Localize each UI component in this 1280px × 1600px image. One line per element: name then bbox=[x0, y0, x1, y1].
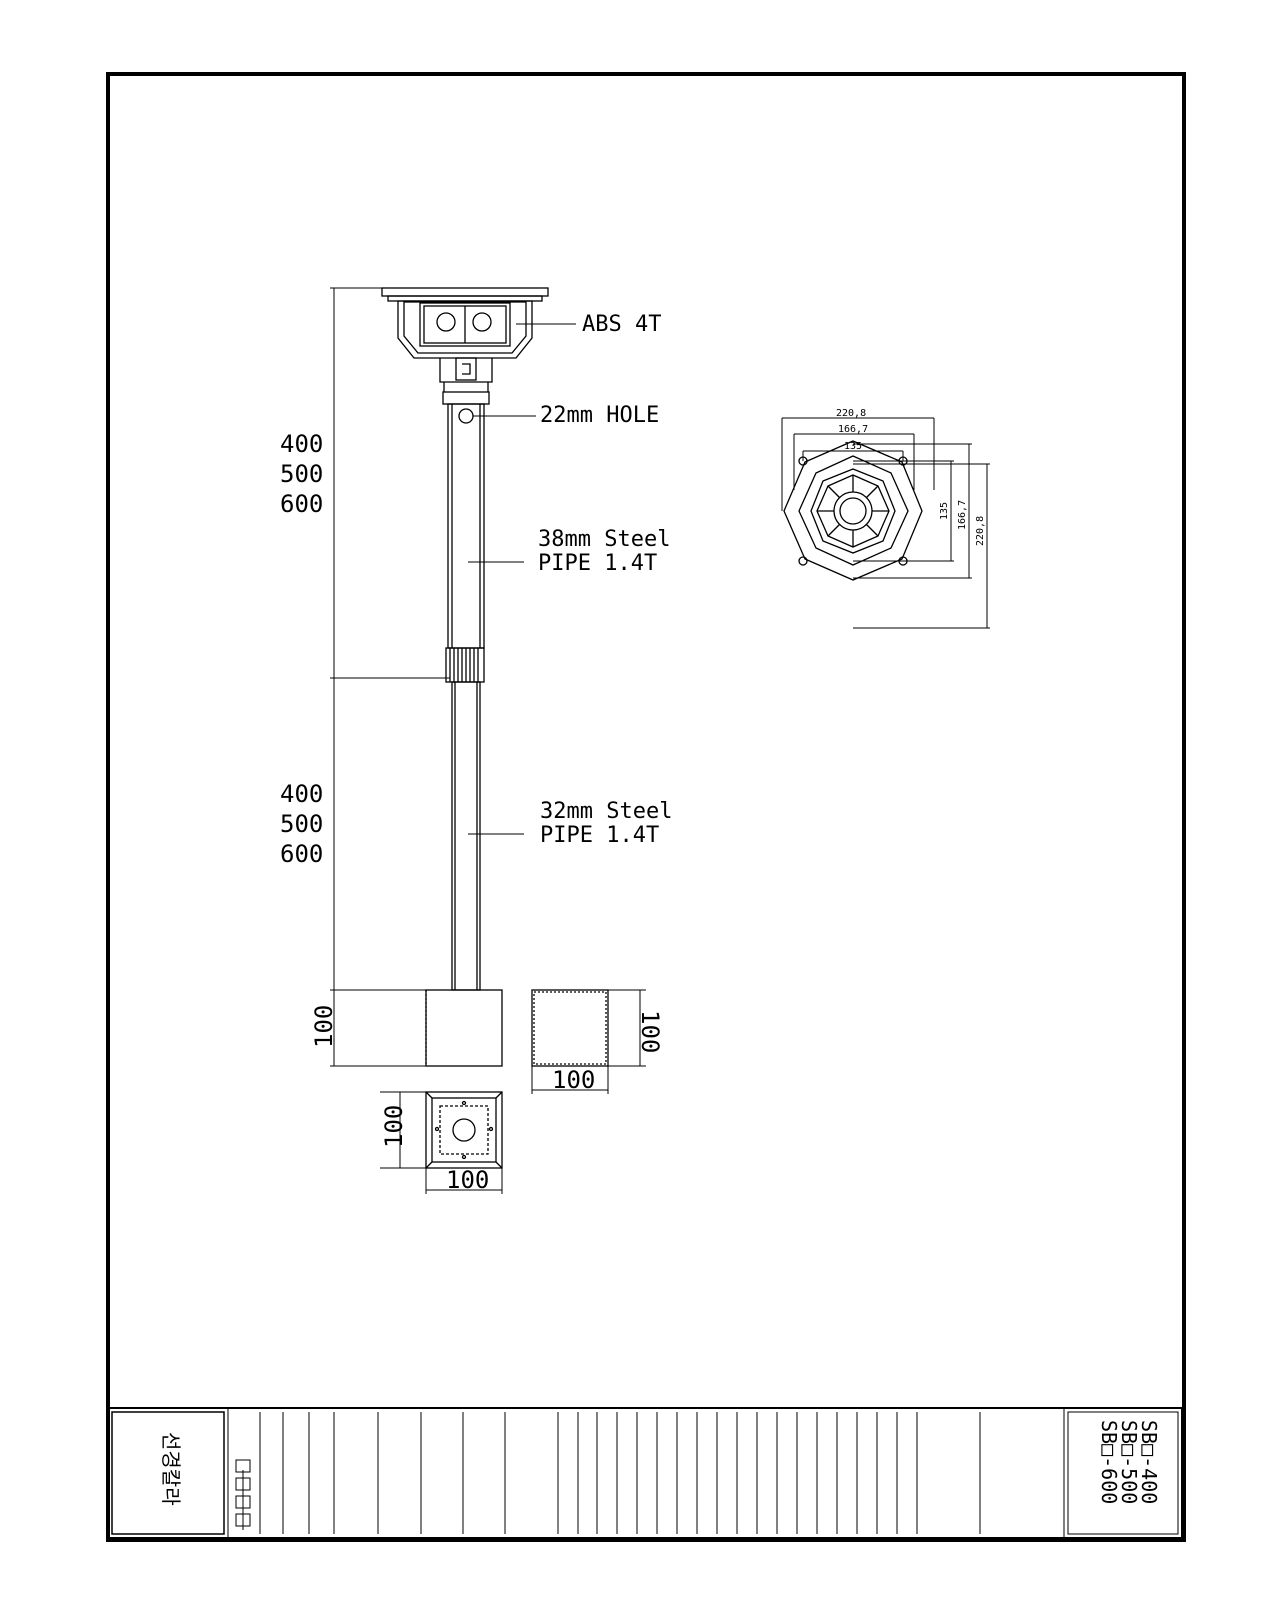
top-view bbox=[781, 417, 990, 629]
length-upper-600: 600 bbox=[280, 490, 323, 518]
pipe38-label-line2: PIPE 1.4T bbox=[538, 551, 657, 576]
length-upper-500: 500 bbox=[280, 460, 323, 488]
length-lower-600: 600 bbox=[280, 840, 323, 868]
base-plan-width: 100 bbox=[446, 1166, 489, 1194]
model-code-400: SB□-400 bbox=[1137, 1420, 1161, 1504]
length-lower-500: 500 bbox=[280, 810, 323, 838]
company-name: 선경칼라 bbox=[159, 1432, 183, 1506]
top-outer-height: 220,8 bbox=[975, 516, 986, 546]
length-upper-400: 400 bbox=[280, 430, 323, 458]
pipe32-label-line2: PIPE 1.4T bbox=[540, 823, 659, 848]
base-plan-height: 100 bbox=[380, 1105, 408, 1148]
model-code-500: SB□-500 bbox=[1117, 1420, 1141, 1504]
title-block bbox=[107, 1407, 1183, 1539]
abs-label: ABS 4T bbox=[582, 312, 661, 337]
top-middle-width: 166,7 bbox=[838, 424, 868, 435]
model-code-600: SB□-600 bbox=[1097, 1420, 1121, 1504]
top-inner-height: 135 bbox=[939, 502, 950, 520]
base-side-height: 100 bbox=[636, 1010, 664, 1053]
pipe32-label-line1: 32mm Steel bbox=[540, 799, 672, 824]
base-front-height: 100 bbox=[310, 1005, 338, 1048]
top-middle-height: 166,7 bbox=[957, 500, 968, 530]
drawing-border bbox=[106, 72, 1186, 1542]
hole-label: 22mm HOLE bbox=[540, 403, 659, 428]
length-lower-400: 400 bbox=[280, 780, 323, 808]
top-outer-width: 220,8 bbox=[836, 408, 866, 419]
top-inner-width: 135 bbox=[844, 441, 862, 452]
pipe38-label-line1: 38mm Steel bbox=[538, 527, 670, 552]
dimension-lines bbox=[330, 287, 646, 1194]
base-side-width: 100 bbox=[552, 1066, 595, 1094]
